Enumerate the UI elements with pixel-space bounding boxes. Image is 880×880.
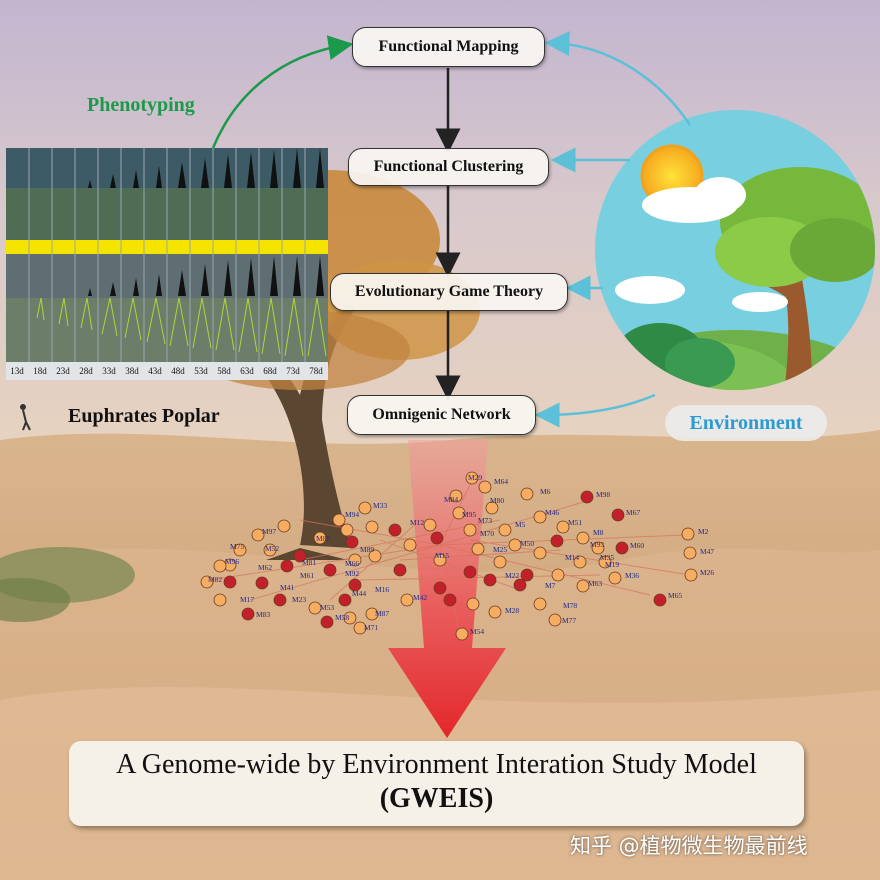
node-label: M67 xyxy=(626,508,640,517)
omnigenic-network-label: Omnigenic Network xyxy=(372,406,511,423)
node-label: M54 xyxy=(470,627,484,636)
node-label: M53 xyxy=(320,603,334,612)
node-label: M35 xyxy=(600,553,614,562)
watermark: 知乎 @植物微生物最前线 xyxy=(570,834,808,858)
timepoint-label: 33d xyxy=(102,366,116,376)
node-label: M89 xyxy=(360,545,374,554)
node-label: M17 xyxy=(240,595,254,604)
timepoint-label: 58d xyxy=(217,366,231,376)
node-label: M93 xyxy=(590,540,604,549)
timepoint-label: 28d xyxy=(79,366,93,376)
node-label: M6 xyxy=(540,487,551,496)
phenotyping-label: Phenotyping xyxy=(87,94,195,116)
timepoint-label: 53d xyxy=(194,366,208,376)
flow-arrows xyxy=(211,31,692,428)
model-title-box: A Genome-wide by Environment Interation … xyxy=(69,741,804,826)
node-label: M94 xyxy=(345,510,359,519)
node-label: M62 xyxy=(258,563,272,572)
model-title: A Genome-wide by Environment Interation … xyxy=(116,749,757,780)
node-label: M19 xyxy=(605,560,619,569)
node-label: M22 xyxy=(505,571,519,580)
node-label: M83 xyxy=(256,610,270,619)
node-label: M60 xyxy=(630,541,644,550)
node-label: M58 xyxy=(335,613,349,622)
node-label: M26 xyxy=(700,568,714,577)
big-red-arrow xyxy=(388,440,506,738)
timepoint-label: 73d xyxy=(286,366,300,376)
euphrates-poplar-label: Euphrates Poplar xyxy=(68,405,220,427)
node-label: M23 xyxy=(292,595,306,604)
node-label: M64 xyxy=(494,477,508,486)
timepoint-label: 68d xyxy=(263,366,277,376)
node-label: M16 xyxy=(375,585,389,594)
node-label: M66 xyxy=(345,559,359,568)
node-label: M65 xyxy=(668,591,682,600)
omnigenic-network-box: Omnigenic Network xyxy=(347,395,536,435)
node-label: M97 xyxy=(262,527,276,536)
node-label: M14 xyxy=(565,553,579,562)
node-label: M28 xyxy=(505,606,519,615)
network-node-labels: M29 M64 M6 M98 M84 M80 M33 M95 M46 M67 M… xyxy=(208,473,714,636)
evolutionary-game-theory-box: Evolutionary Game Theory xyxy=(330,273,568,311)
node-label: M84 xyxy=(444,495,458,504)
node-label: M63 xyxy=(588,579,602,588)
node-label: M82 xyxy=(208,575,222,584)
node-label: M52 xyxy=(265,544,279,553)
node-label: M61 xyxy=(300,571,314,580)
node-label: M77 xyxy=(562,616,576,625)
functional-mapping-label: Functional Mapping xyxy=(378,38,519,55)
environment-label-box: Environment xyxy=(665,405,827,441)
phenotyping-photo-panel: 13d 18d 23d 28d 33d 38d 43d 48d 53d 58d … xyxy=(6,148,328,380)
model-acronym: (GWEIS) xyxy=(379,783,494,814)
node-label: M33 xyxy=(373,501,387,510)
node-label: M50 xyxy=(520,539,534,548)
timepoint-label: 48d xyxy=(171,366,185,376)
node-label: M70 xyxy=(480,529,494,538)
timepoint-label: 43d xyxy=(148,366,162,376)
node-label: M98 xyxy=(596,490,610,499)
node-label: M15 xyxy=(435,551,449,560)
node-label: M73 xyxy=(478,516,492,525)
node-label: M80 xyxy=(490,496,504,505)
node-label: M2 xyxy=(698,527,709,536)
node-label: M7 xyxy=(545,581,556,590)
node-label: M12 xyxy=(410,518,424,527)
node-label: M87 xyxy=(375,609,389,618)
timepoint-label: 78d xyxy=(309,366,323,376)
node-label: M75 xyxy=(230,542,244,551)
node-label: M47 xyxy=(700,547,714,556)
node-label: M78 xyxy=(563,601,577,610)
node-label: M95 xyxy=(462,510,476,519)
timepoint-label: 63d xyxy=(240,366,254,376)
functional-clustering-box: Functional Clustering xyxy=(348,148,549,186)
node-label: M5 xyxy=(515,520,526,529)
node-label: M96 xyxy=(225,557,239,566)
node-label: M46 xyxy=(545,508,559,517)
functional-clustering-label: Functional Clustering xyxy=(373,158,524,175)
node-label: M51 xyxy=(568,518,582,527)
node-label: M41 xyxy=(280,583,294,592)
node-label: M42 xyxy=(413,593,427,602)
plant-growth-images: 13d 18d 23d 28d 33d 38d 43d 48d 53d 58d … xyxy=(6,148,328,380)
node-label: M71 xyxy=(364,623,378,632)
node-label: M81 xyxy=(302,558,316,567)
network-node-cloud xyxy=(200,471,698,641)
node-label: M92 xyxy=(345,569,359,578)
node-label: M29 xyxy=(468,473,482,482)
node-label: M25 xyxy=(493,545,507,554)
environment-label: Environment xyxy=(689,411,803,434)
timepoint-label: 18d xyxy=(33,366,47,376)
node-label: M44 xyxy=(352,589,366,598)
functional-mapping-box: Functional Mapping xyxy=(352,27,545,67)
node-label: M36 xyxy=(625,571,639,580)
timepoint-label: 23d xyxy=(56,366,70,376)
node-label: M8 xyxy=(593,528,604,537)
timepoint-label: 38d xyxy=(125,366,139,376)
node-label: M88 xyxy=(316,534,330,543)
evolutionary-game-theory-label: Evolutionary Game Theory xyxy=(354,283,544,300)
timepoint-label: 13d xyxy=(10,366,24,376)
